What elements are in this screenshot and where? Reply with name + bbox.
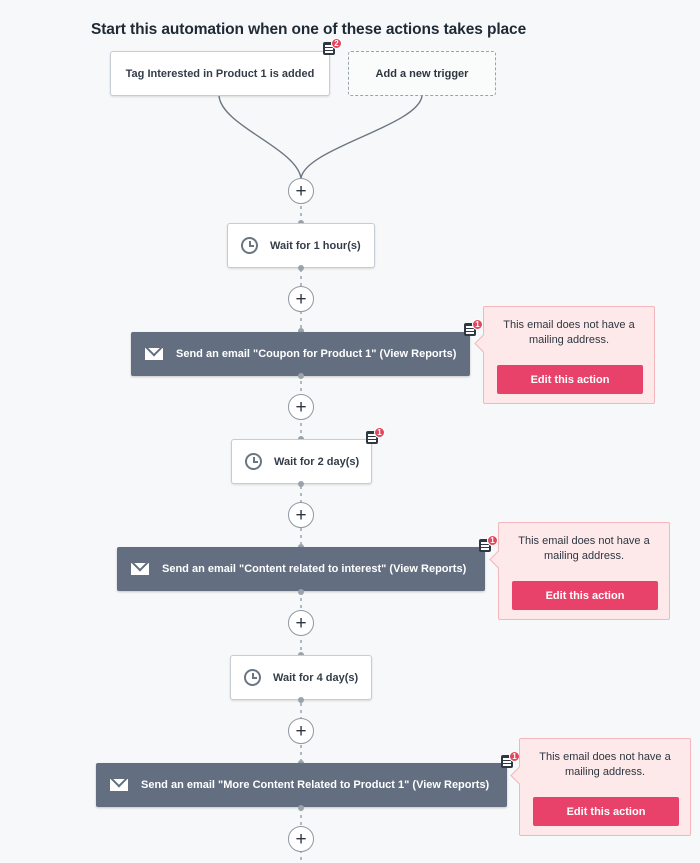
email-step-2[interactable]: Send an email "Content related to intere… <box>117 547 485 591</box>
connector-dot <box>298 697 304 703</box>
add-step-button[interactable]: + <box>288 178 314 204</box>
wait-step-1[interactable]: Wait for 1 hour(s) <box>227 223 375 268</box>
warning-message: This email does not have a mailing addre… <box>539 751 671 778</box>
clock-icon <box>244 669 261 686</box>
envelope-icon <box>131 563 149 575</box>
add-step-button[interactable]: + <box>288 286 314 312</box>
envelope-icon <box>110 779 128 791</box>
warning-popover: This email does not have a mailing addre… <box>483 306 655 404</box>
note-count-badge: 1 <box>472 319 483 330</box>
warning-message: This email does not have a mailing addre… <box>503 319 635 346</box>
connector-dot <box>298 589 304 595</box>
edit-action-button[interactable]: Edit this action <box>512 581 658 610</box>
wait-step-3[interactable]: Wait for 4 day(s) <box>230 655 372 700</box>
add-step-button[interactable]: + <box>288 502 314 528</box>
note-count-badge: 1 <box>374 427 385 438</box>
email-step-1[interactable]: Send an email "Coupon for Product 1" (Vi… <box>131 332 470 376</box>
add-step-button[interactable]: + <box>288 718 314 744</box>
email-step-3[interactable]: Send an email "More Content Related to P… <box>96 763 507 807</box>
add-trigger-button[interactable]: Add a new trigger <box>348 51 496 96</box>
trigger-card-tag[interactable]: Tag Interested in Product 1 is added <box>110 51 330 96</box>
email-step-label: Send an email "Content related to intere… <box>162 563 467 575</box>
wait-step-label: Wait for 4 day(s) <box>273 671 359 684</box>
connector-dot <box>298 805 304 811</box>
connector-dot <box>298 373 304 379</box>
wait-step-label: Wait for 1 hour(s) <box>270 239 361 252</box>
add-step-button[interactable]: + <box>288 610 314 636</box>
email-step-label: Send an email "Coupon for Product 1" (Vi… <box>176 348 457 360</box>
add-step-button[interactable]: + <box>288 394 314 420</box>
connector-dot <box>298 481 304 487</box>
page-heading: Start this automation when one of these … <box>91 21 527 38</box>
note-count-badge: 2 <box>331 38 342 49</box>
connector-dot <box>298 265 304 271</box>
connector-dot <box>298 328 304 334</box>
trigger-connector-right <box>300 95 423 179</box>
wait-step-label: Wait for 2 day(s) <box>274 455 360 468</box>
note-count-badge: 1 <box>487 535 498 546</box>
trigger-tag-label: Tag Interested in Product 1 is added <box>125 67 315 80</box>
add-trigger-label: Add a new trigger <box>375 67 469 80</box>
wait-step-2[interactable]: Wait for 2 day(s) <box>231 439 372 484</box>
add-step-button[interactable]: + <box>288 826 314 852</box>
warning-popover: This email does not have a mailing addre… <box>519 738 691 836</box>
trigger-connector-left <box>218 95 302 179</box>
warning-message: This email does not have a mailing addre… <box>518 535 650 562</box>
edit-action-button[interactable]: Edit this action <box>533 797 679 826</box>
clock-icon <box>245 453 262 470</box>
warning-popover: This email does not have a mailing addre… <box>498 522 670 620</box>
edit-action-button[interactable]: Edit this action <box>497 365 643 394</box>
clock-icon <box>241 237 258 254</box>
email-step-label: Send an email "More Content Related to P… <box>141 779 490 791</box>
envelope-icon <box>145 348 163 360</box>
